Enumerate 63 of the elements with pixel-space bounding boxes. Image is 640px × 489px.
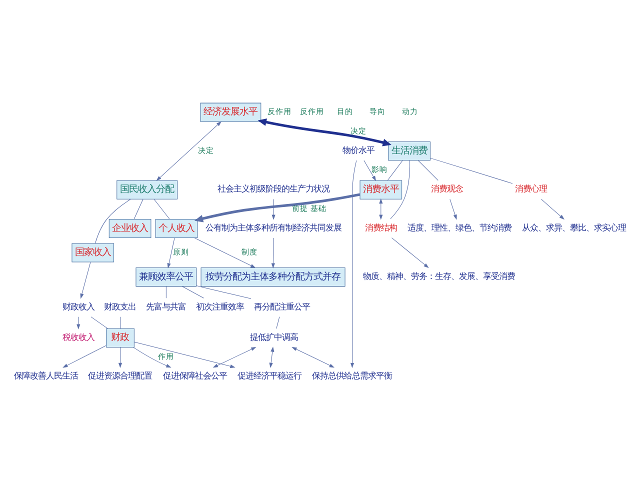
connector (196, 285, 252, 300)
arrow (194, 193, 360, 222)
node-text: 保障改善人民生活 (14, 370, 78, 381)
arrow (212, 346, 256, 368)
node-text: 保持总供给总需求平衡 (312, 370, 392, 381)
node-text: 消费观念 (430, 184, 463, 194)
arrow (133, 347, 172, 368)
node-text: 物质、精神、劳务：生存、发展、享受消费 (363, 270, 516, 281)
node-box: 按劳分配为主体多种分配方式并存 (200, 267, 346, 287)
connector (418, 160, 438, 181)
arrow (272, 198, 276, 220)
node-text: 物价水平 (342, 145, 375, 156)
node-text: 促进经济平稳运行 (237, 370, 302, 381)
node-text: 适度、理性、绿色、节约消费 (407, 222, 512, 232)
node-box: 消费水平 (360, 180, 402, 200)
arrow (364, 160, 376, 182)
node-text: 消费心理 (515, 184, 548, 194)
connector (94, 198, 131, 244)
connector (134, 198, 144, 220)
node-box: 财政 (106, 328, 134, 348)
arrow (391, 238, 429, 268)
node-text: 财政收入 (62, 301, 94, 312)
node-text: 财政支出 (104, 301, 136, 312)
node-text: 初次注重效率 (196, 301, 244, 312)
node-text: 促进保障社会公平 (163, 370, 228, 381)
connector (430, 158, 513, 184)
arrow (156, 121, 222, 181)
node-box: 个人收入 (155, 218, 198, 238)
arrow (134, 342, 236, 368)
node-text: 社会主义初级阶段的生产力状况 (218, 184, 330, 194)
node-text: 税收收入 (62, 332, 94, 342)
node-box: 国民收入分配 (116, 180, 178, 200)
arrow (450, 198, 457, 220)
node-box: 经济发展水平 (200, 102, 262, 122)
connector (182, 286, 204, 298)
node-box: 国家收入 (72, 243, 114, 262)
arrow (167, 238, 175, 268)
node-text: 先富与共富 (146, 301, 186, 312)
node-text: 公有制为主体多种所有制经济共同发展 (206, 222, 342, 232)
arrow (258, 118, 392, 146)
node-text: 从众、求异、攀比、求实心理 (522, 222, 626, 232)
node-text: 再分配注重公平 (254, 301, 310, 312)
node-text: 提低扩中调高 (250, 332, 298, 342)
arrow (62, 345, 106, 368)
node-text: 促进资源合理配置 (88, 370, 152, 381)
connector (154, 198, 170, 220)
connector (90, 316, 108, 329)
arrow (194, 238, 256, 268)
arrow (541, 198, 564, 220)
arrow (118, 347, 122, 368)
arrow (269, 346, 274, 368)
arrow (80, 262, 91, 299)
node-box: 生活消费 (388, 142, 430, 161)
node-box: 企业收入 (108, 218, 152, 238)
arrow (379, 198, 383, 220)
connector (390, 160, 410, 220)
arrow (271, 238, 275, 268)
connector (276, 316, 280, 329)
connector (387, 160, 403, 181)
node-text: 消费结构 (364, 222, 397, 232)
node-box: 兼顾效率公平 (136, 267, 197, 287)
arrow (292, 346, 335, 368)
arrow (350, 160, 357, 368)
